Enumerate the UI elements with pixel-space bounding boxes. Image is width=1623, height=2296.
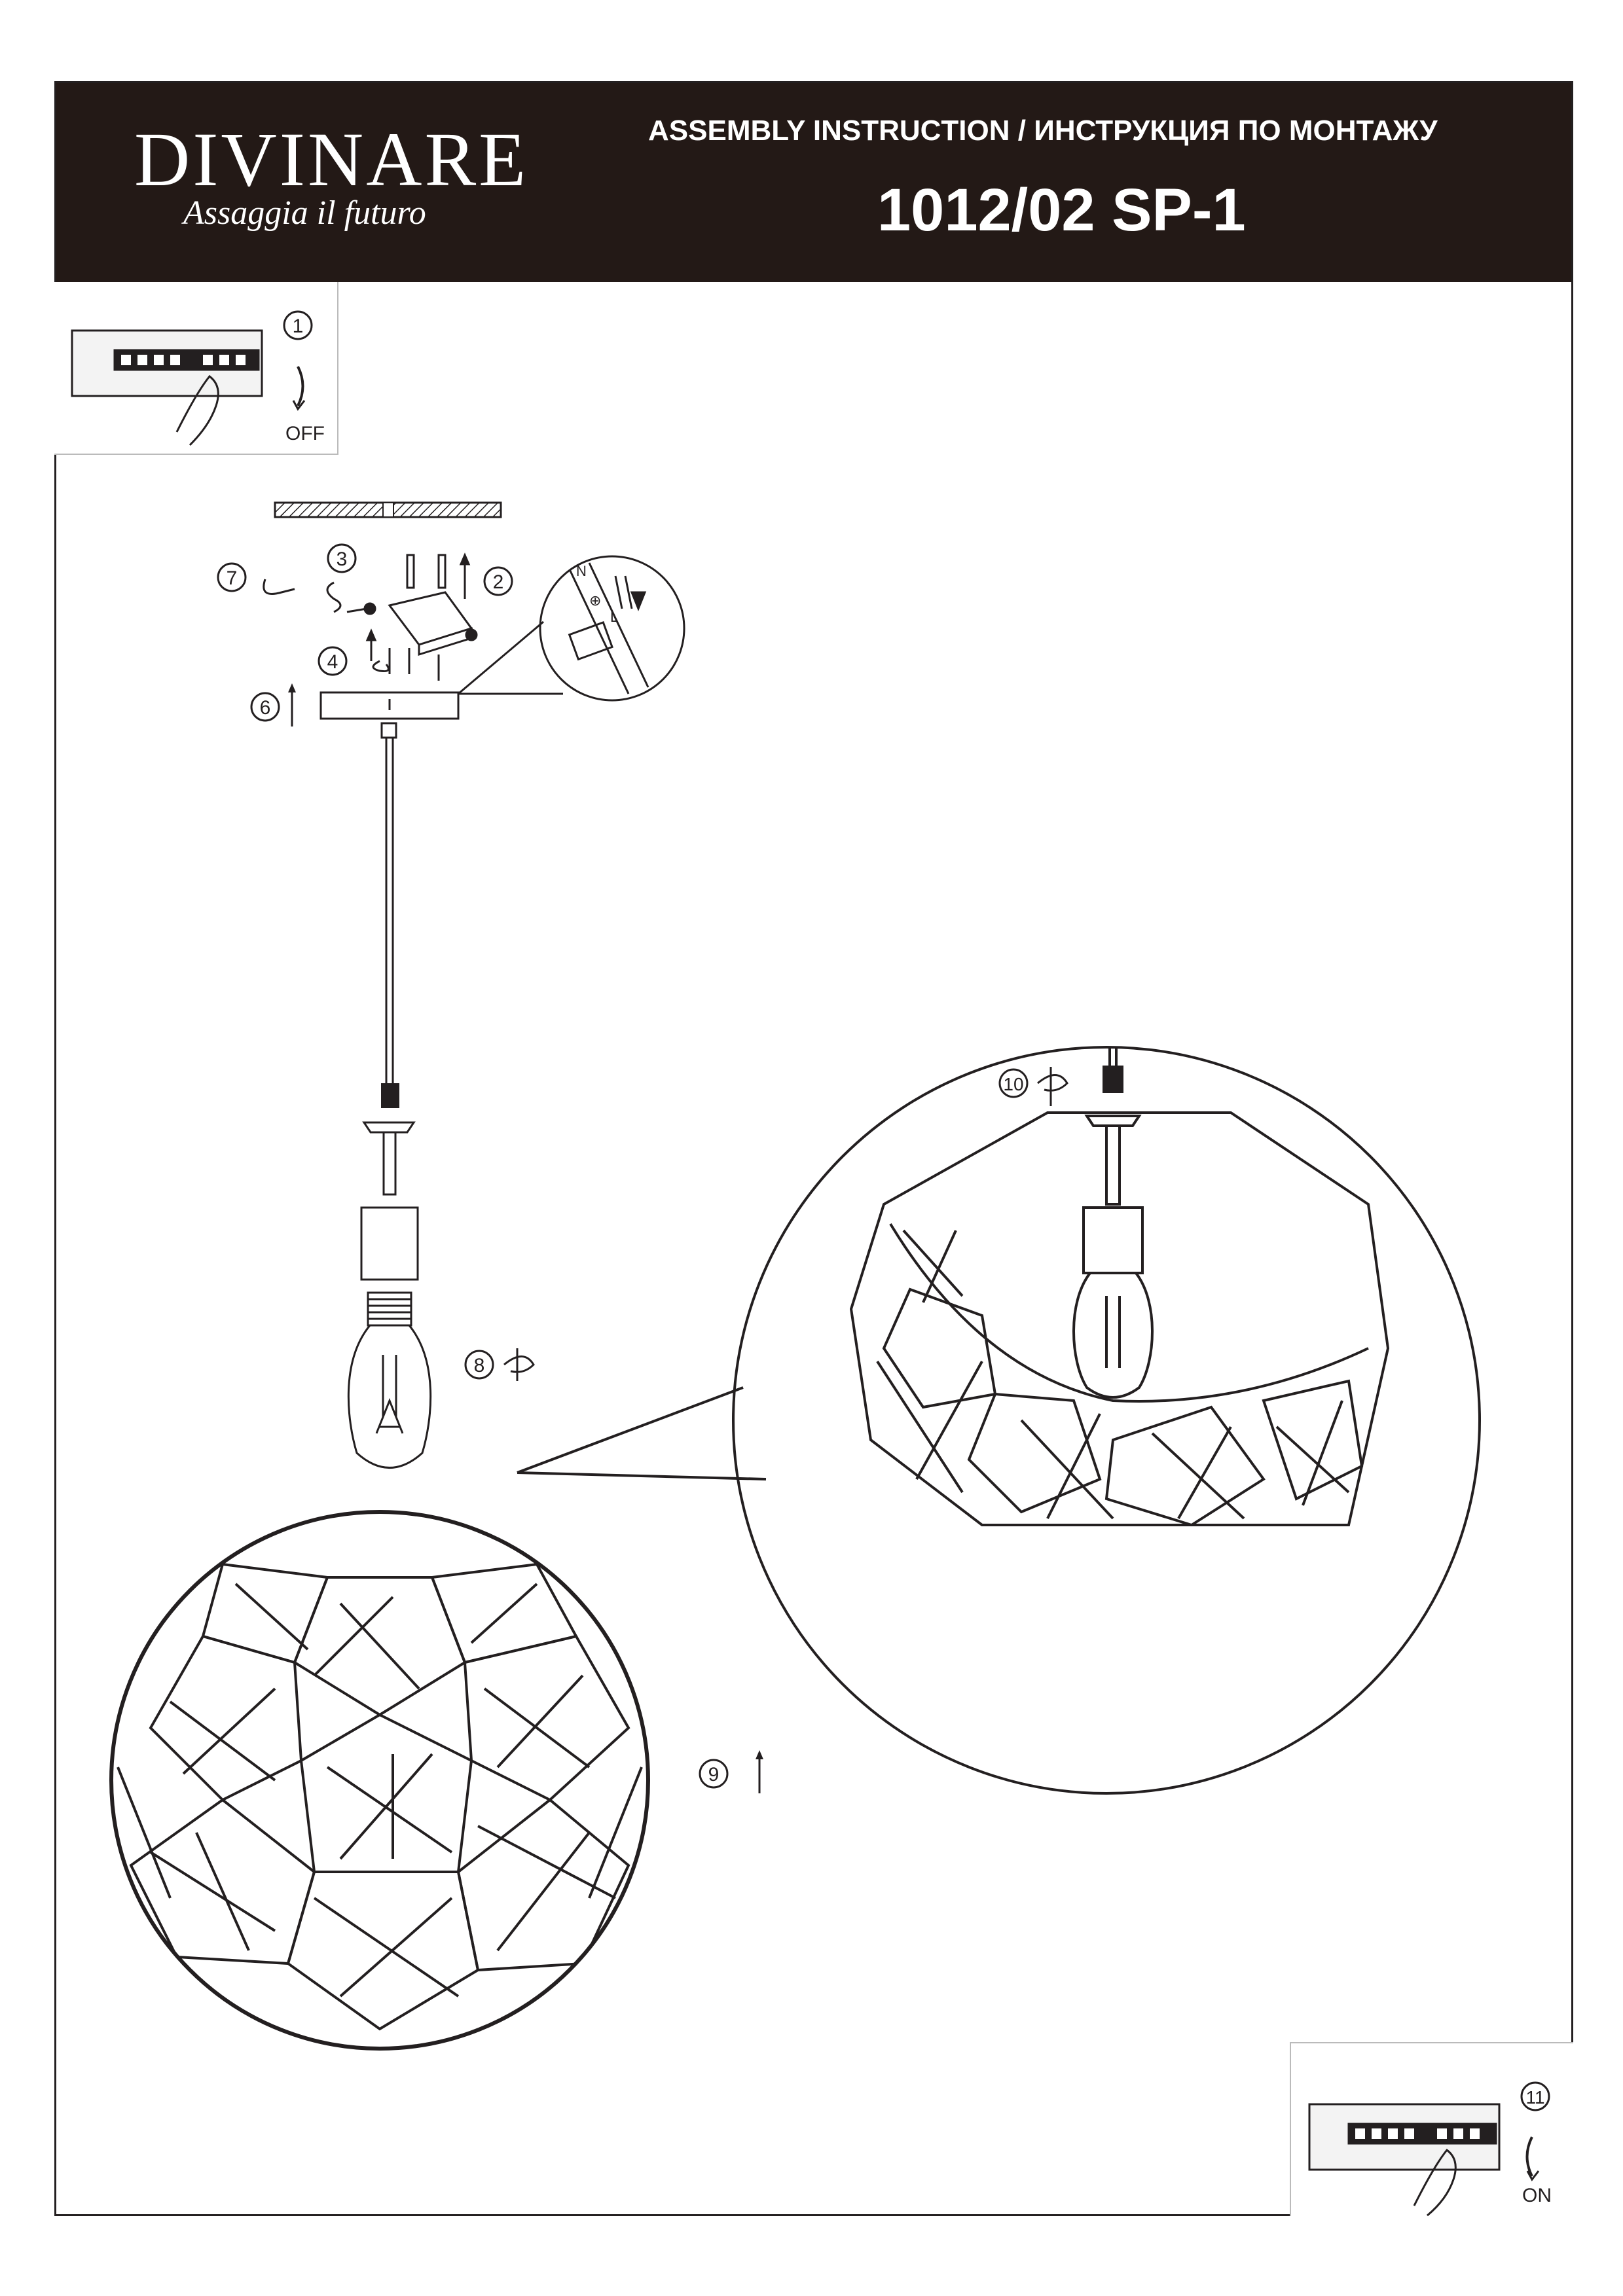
step-10-number: 10: [1003, 1074, 1023, 1094]
breaker-on-icon: [1308, 2103, 1540, 2217]
step-8-number: 8: [474, 1355, 485, 1376]
header-bar: [54, 81, 1573, 282]
step-11-number: 11: [1525, 2087, 1544, 2108]
wire-l-label: L: [610, 609, 618, 625]
page-frame: [54, 81, 1573, 2216]
brand-tagline: Assaggia il futuro: [183, 194, 426, 232]
off-label: OFF: [285, 423, 325, 444]
brand-logo: DIVINARE: [134, 117, 529, 202]
step-1-number: 1: [293, 315, 304, 337]
lamp-socket: [360, 1206, 419, 1281]
breaker-off-icon: [71, 329, 306, 446]
geometric-shade: [109, 1510, 650, 2051]
model-number: 1012/02 SP-1: [877, 177, 1246, 243]
wire-n-label: N: [576, 563, 587, 579]
step-2-number: 2: [493, 571, 504, 593]
step-7-number: 7: [227, 567, 238, 589]
zoom-callout: [517, 1046, 1481, 1795]
edison-bulb: [347, 1291, 432, 1469]
step-3-number: 3: [337, 548, 348, 570]
document-title: ASSEMBLY INSTRUCTION / ИНСТРУКЦИЯ ПО МОН…: [648, 115, 1438, 147]
on-label: ON: [1522, 2185, 1552, 2206]
wall-plugs-icon: [365, 552, 471, 681]
mounting-bracket: [346, 591, 478, 656]
wiring-detail: [458, 555, 685, 702]
step-4-number: 4: [327, 651, 338, 673]
step-9-number: 9: [708, 1764, 720, 1785]
step-6-number: 6: [260, 697, 271, 719]
ground-symbol: ⊕: [589, 592, 601, 609]
cable-clamp: [381, 1083, 399, 1108]
